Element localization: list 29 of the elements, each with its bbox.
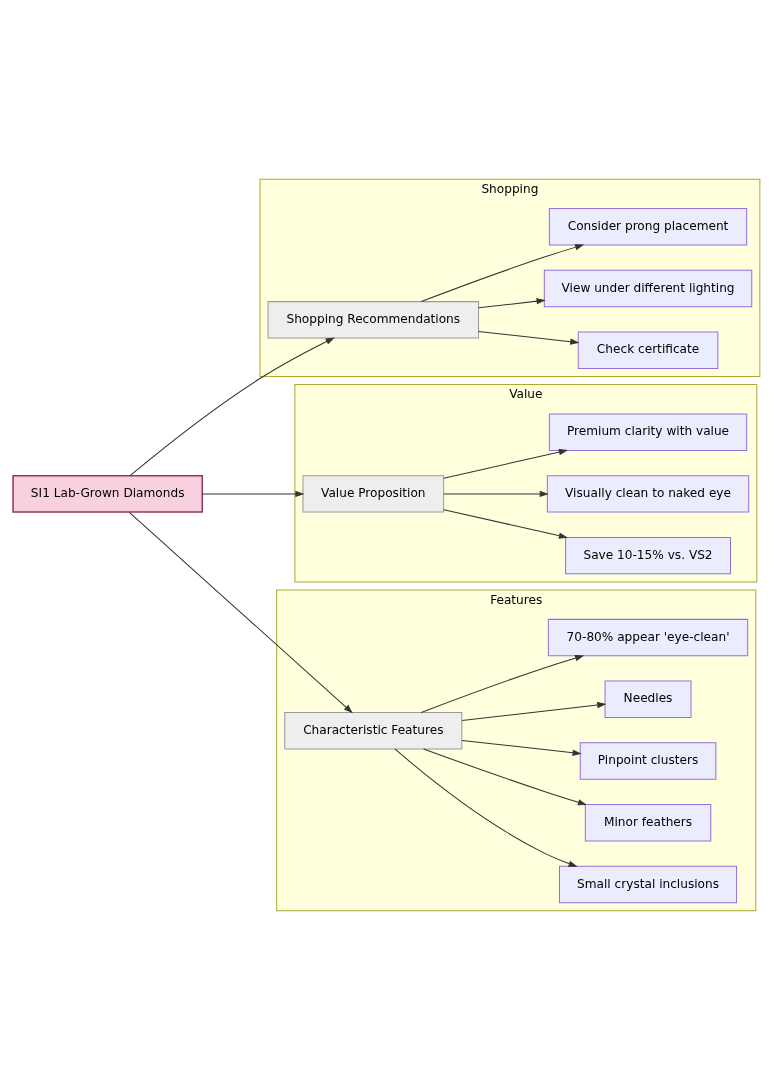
arrow: [201, 490, 304, 498]
arrow: [442, 490, 549, 498]
node-box: Premium clarity with value: [548, 413, 747, 451]
arrow: [128, 511, 353, 714]
arrow: [477, 330, 579, 345]
node-box: Consider prong placement: [548, 208, 747, 246]
arrow: [393, 748, 578, 867]
arrow: [422, 748, 587, 806]
node-box: Minor feathers: [584, 804, 711, 842]
node-box: SI1 Lab-Grown Diamonds: [11, 474, 203, 513]
arrow: [420, 655, 584, 713]
node-box: 70-80% appear 'eye-clean': [547, 618, 748, 657]
node-box: Shopping Recommendations: [267, 301, 479, 339]
node-box: Value Proposition: [301, 475, 444, 513]
arrow: [442, 509, 568, 539]
arrow: [442, 448, 568, 479]
node-box: View under different lighting: [543, 269, 752, 308]
arrow: [420, 244, 584, 303]
node-box: Needles: [604, 680, 692, 719]
node-box: Small crystal inclusions: [558, 865, 737, 904]
arrow: [129, 337, 335, 476]
node-box: Visually clean to naked eye: [546, 475, 749, 513]
node-box: Check certificate: [577, 331, 718, 369]
arrow: [477, 298, 546, 309]
node-box: Characteristic Features: [283, 711, 462, 750]
arrow: [461, 701, 606, 722]
node-box: Pinpoint clusters: [579, 742, 716, 780]
node-box: Save 10-15% vs. VS2: [564, 536, 731, 575]
arrow: [461, 739, 582, 756]
